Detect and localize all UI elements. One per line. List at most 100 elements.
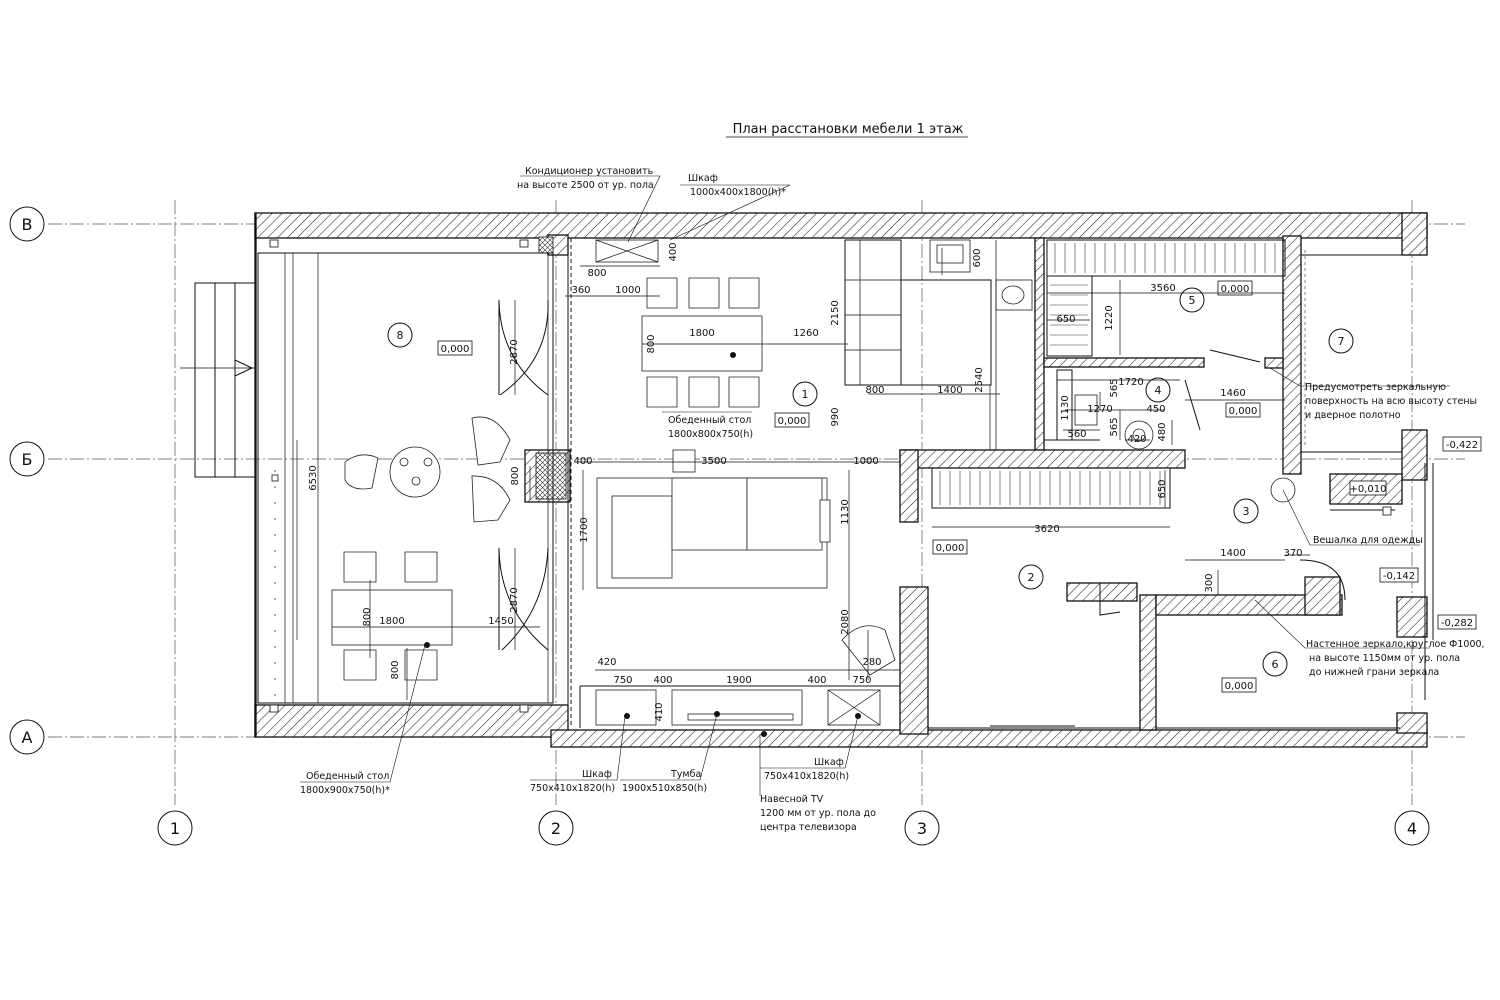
svg-text:420: 420 (1127, 434, 1146, 445)
note-wall-mirror-line1: Настенное зеркало,круглое Ф1000, (1306, 639, 1485, 650)
svg-text:1220: 1220 (1104, 305, 1115, 330)
svg-text:450: 450 (1146, 404, 1165, 415)
svg-text:7: 7 (1338, 335, 1345, 348)
note-wardrobe-top-line2: 1000x400x1800(h)* (690, 187, 786, 198)
svg-text:565: 565 (1109, 378, 1120, 397)
svg-text:360: 360 (571, 285, 590, 296)
svg-text:650: 650 (1157, 479, 1168, 498)
axis-marker-row-b: Б (9, 441, 45, 477)
svg-text:3: 3 (1243, 505, 1250, 518)
svg-text:800: 800 (510, 466, 521, 485)
column-crosshatch (535, 452, 567, 500)
note-wall-mirror-line3: до нижней грани зеркала (1309, 667, 1439, 678)
note-mirror-line1: Предусмотреть зеркальную (1305, 382, 1446, 393)
svg-text:1460: 1460 (1220, 388, 1245, 399)
svg-text:2080: 2080 (840, 609, 851, 634)
room-marker-6: 6 (1262, 651, 1288, 677)
interior-lines (567, 237, 1434, 729)
plan-title: План расстановки мебели 1 этаж (733, 122, 964, 137)
svg-text:800: 800 (362, 607, 373, 626)
axis-marker-row-a: А (9, 719, 45, 755)
note-tumba-line1: Тумба (670, 769, 701, 780)
axis-marker-col-2: 2 (538, 810, 574, 846)
svg-text:1130: 1130 (1060, 395, 1071, 420)
svg-text:2: 2 (1028, 571, 1035, 584)
level-room6: 0,000 (1225, 681, 1254, 692)
note-table8-line2: 1800x900x750(h)* (300, 785, 390, 796)
svg-text:1400: 1400 (1220, 548, 1245, 559)
room-marker-2: 2 (1018, 564, 1044, 590)
level-room2: 0,000 (936, 543, 965, 554)
svg-text:6530: 6530 (308, 465, 319, 490)
note-cabinet1-line2: 750x410x1820(h) (530, 783, 615, 794)
entrance-steps (180, 282, 256, 478)
note-table1-line1: Обеденный стол (668, 415, 751, 426)
svg-text:2870: 2870 (509, 339, 520, 364)
axis-marker-col-1: 1 (157, 810, 193, 846)
note-cabinet1-line1: Шкаф (582, 769, 612, 780)
leader-lines (300, 175, 1450, 796)
svg-text:565: 565 (1109, 417, 1120, 436)
svg-text:800: 800 (646, 334, 657, 353)
svg-text:650: 650 (1056, 314, 1075, 325)
level-room8: 0,000 (441, 344, 470, 355)
svg-text:3: 3 (917, 819, 927, 838)
svg-text:400: 400 (573, 456, 592, 467)
svg-text:1: 1 (170, 819, 180, 838)
svg-text:3500: 3500 (701, 456, 726, 467)
room-marker-1: 1 (792, 381, 818, 407)
note-mirror-line3: и дверное полотно (1305, 410, 1401, 421)
living-furniture (595, 239, 1033, 737)
note-ac-line1: Кондиционер установить (525, 166, 654, 177)
level-ext3: -0,282 (1441, 618, 1473, 629)
svg-text:4: 4 (1407, 819, 1417, 838)
svg-text:300: 300 (1204, 573, 1215, 592)
note-cabinet2-line2: 750x410x1820(h) (764, 771, 849, 782)
svg-text:800: 800 (390, 660, 401, 679)
note-cabinet2-line1: Шкаф (814, 757, 844, 768)
room-marker-4: 4 (1145, 377, 1171, 403)
svg-text:600: 600 (972, 248, 983, 267)
axis-marker-row-v: В (9, 206, 45, 242)
note-tv-line3: центра телевизора (760, 822, 857, 833)
svg-text:410: 410 (654, 702, 665, 721)
svg-text:800: 800 (865, 385, 884, 396)
svg-text:1260: 1260 (793, 328, 818, 339)
svg-text:3560: 3560 (1150, 283, 1175, 294)
note-mirror-line2: поверхность на всю высоту стены (1305, 396, 1477, 407)
svg-text:400: 400 (653, 675, 672, 686)
note-tumba-line2: 1900x510x850(h) (622, 783, 707, 794)
room-marker-8: 8 (387, 322, 413, 348)
svg-text:1720: 1720 (1118, 377, 1143, 388)
svg-text:400: 400 (668, 242, 679, 261)
svg-text:1700: 1700 (579, 517, 590, 542)
wardrobe-rails (931, 239, 1306, 509)
svg-text:1450: 1450 (488, 616, 513, 627)
note-ac-line2: на высоте 2500 от ур. пола (517, 180, 654, 191)
walls (254, 212, 1428, 748)
note-tv-line2: 1200 мм от ур. пола до (760, 808, 876, 819)
level-room5: 0,000 (1221, 284, 1250, 295)
level-entry: +0,010 (1349, 484, 1386, 495)
room-marker-5: 5 (1179, 287, 1205, 313)
svg-text:6: 6 (1272, 658, 1279, 671)
terrace-frame (257, 239, 554, 713)
terrace-furniture (331, 416, 511, 681)
svg-text:1000: 1000 (615, 285, 640, 296)
level-room1: 0,000 (778, 416, 807, 427)
svg-text:1800: 1800 (689, 328, 714, 339)
room-marker-3: 3 (1233, 498, 1259, 524)
level-marks: 0,000 0,000 0,000 0,000 0,000 0,000 +0,0… (437, 280, 1482, 693)
svg-text:А: А (22, 728, 33, 747)
svg-text:3620: 3620 (1034, 524, 1059, 535)
svg-text:1400: 1400 (937, 385, 962, 396)
svg-text:480: 480 (1157, 422, 1168, 441)
svg-text:1800: 1800 (379, 616, 404, 627)
note-wardrobe-top-line1: Шкаф (688, 173, 718, 184)
svg-text:420: 420 (597, 657, 616, 668)
level-ext2: -0,142 (1383, 571, 1415, 582)
svg-text:1270: 1270 (1087, 404, 1112, 415)
note-table8-line1: Обеденный стол (306, 771, 389, 782)
svg-text:990: 990 (830, 407, 841, 426)
